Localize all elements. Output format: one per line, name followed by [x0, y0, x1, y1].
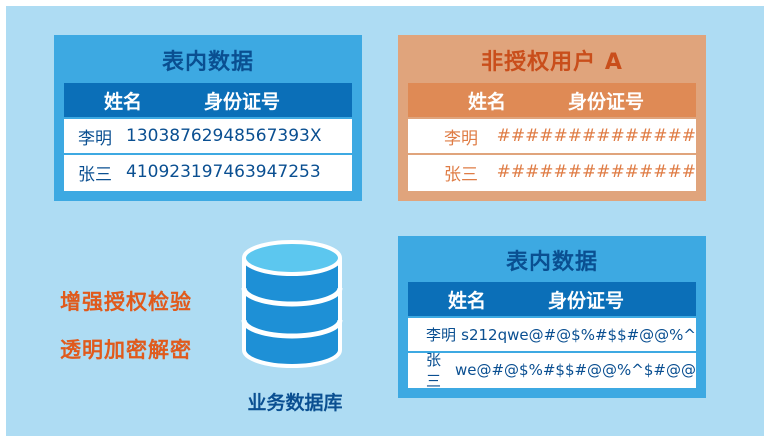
database-icon [241, 240, 343, 368]
encrypted-table: 姓名 身份证号 李明 s212qwe@#@$%#$$#@@%^ 张三 we@#@… [408, 282, 696, 390]
table-data-panel: 表内数据 姓名 身份证号 李明 13038762948567393X 张三 41… [54, 35, 362, 201]
header-name: 姓名 [448, 289, 487, 312]
table-row: 张三 ############## [408, 153, 696, 189]
unauthorized-user-panel: 非授权用户 A 姓名 身份证号 李明 ############## 张三 ###… [398, 35, 706, 201]
table-row: 李明 ############## [408, 117, 696, 153]
cell-name: 李明 [78, 128, 112, 149]
table-header: 姓名 身份证号 [64, 83, 352, 117]
cell-name: 张三 [444, 164, 478, 185]
cell-id-encrypted: we@#@$%#$$#@@%^$#@@ [454, 360, 696, 379]
cell-id: 13038762948567393X [126, 126, 322, 146]
header-id: 身份证号 [548, 289, 625, 312]
cell-id-masked: ############## [496, 126, 696, 146]
header-id: 身份证号 [204, 90, 281, 113]
panel-title: 非授权用户 A [481, 50, 623, 75]
cell-name: 李明 [444, 128, 478, 149]
cell-name: 张三 [78, 164, 112, 185]
table-row: 张三 we@#@$%#$$#@@%^$#@@ [408, 351, 696, 390]
table-row: 李明 13038762948567393X [64, 117, 352, 153]
header-id: 身份证号 [568, 90, 645, 113]
cell-id-masked: ############## [496, 162, 696, 182]
header-name: 姓名 [468, 90, 507, 113]
encrypted-data-panel: 表内数据 姓名 身份证号 李明 s212qwe@#@$%#$$#@@%^ 张三 … [398, 236, 706, 398]
table-header: 姓名 身份证号 [408, 83, 696, 117]
masked-table: 姓名 身份证号 李明 ############## 张三 ###########… [408, 83, 696, 191]
feature-transparent-crypto: 透明加密解密 [60, 338, 192, 362]
cell-name: 李明 [426, 326, 457, 344]
table-header: 姓名 身份证号 [408, 282, 696, 316]
panel-title: 表内数据 [161, 50, 254, 75]
database-label: 业务数据库 [247, 392, 343, 414]
feature-access-check: 增强授权检验 [60, 290, 192, 314]
table-row: 李明 s212qwe@#@$%#$$#@@%^ [408, 316, 696, 351]
cell-id-encrypted: s212qwe@#@$%#$$#@@%^ [461, 325, 696, 344]
data-table: 姓名 身份证号 李明 13038762948567393X 张三 4109231… [64, 83, 352, 191]
cell-name: 张三 [426, 350, 442, 390]
cell-id: 410923197463947253 [126, 162, 321, 182]
header-name: 姓名 [104, 90, 143, 113]
panel-title: 表内数据 [505, 250, 598, 275]
table-row: 张三 410923197463947253 [64, 153, 352, 189]
